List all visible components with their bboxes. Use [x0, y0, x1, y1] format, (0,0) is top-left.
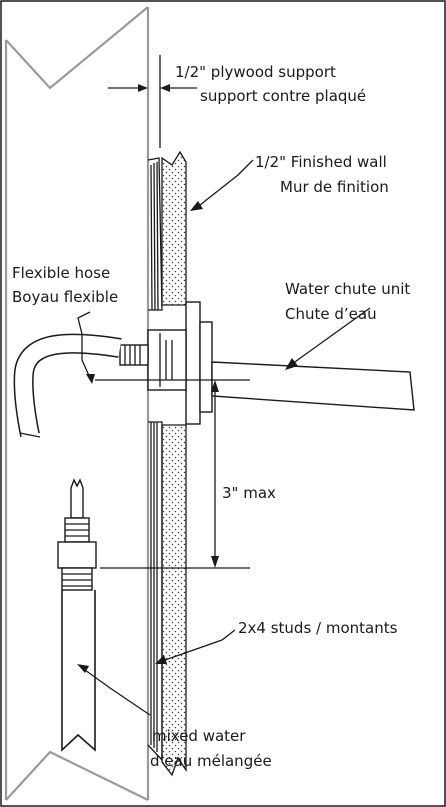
label-plywood-fr: support contre plaqué: [200, 87, 366, 105]
label-max-height: 3" max: [222, 484, 276, 502]
label-hose-fr: Boyau flexible: [12, 288, 118, 306]
water-chute-unit: [147, 301, 415, 425]
label-mixed-water-en: mixed water: [152, 727, 246, 745]
label-studs: 2x4 studs / montants: [238, 619, 398, 637]
mixed-water-pipe: [57, 478, 97, 752]
flexible-hose: [13, 333, 122, 438]
plywood-support: [147, 157, 163, 762]
label-finished-wall-fr: Mur de finition: [280, 178, 389, 196]
hose-fitting: [119, 344, 149, 366]
label-hose-en: Flexible hose: [12, 264, 110, 282]
label-finished-wall-en: 1/2" Finished wall: [255, 153, 387, 171]
leader-arrows: [77, 159, 371, 716]
finished-wall: [161, 150, 187, 777]
label-mixed-water-fr: d’eau mélangée: [150, 752, 272, 770]
label-chute-fr: Chute d’eau: [285, 305, 377, 323]
dimension-lines: [95, 55, 250, 569]
stud: [4, 6, 150, 801]
label-chute-en: Water chute unit: [285, 280, 410, 298]
label-plywood-en: 1/2" plywood support: [175, 63, 336, 81]
